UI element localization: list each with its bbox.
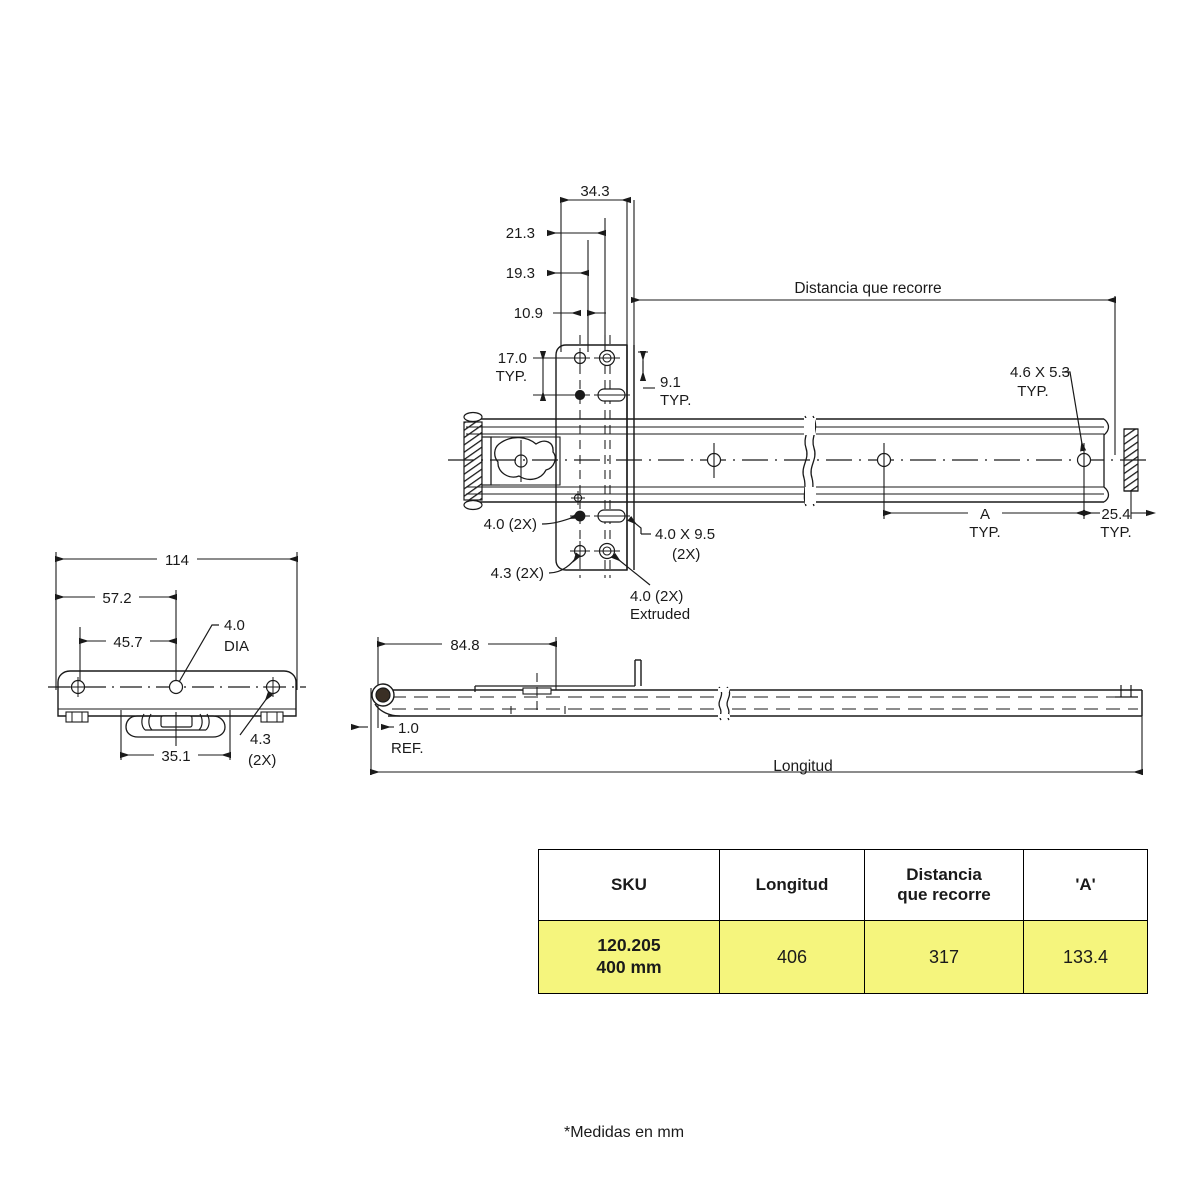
dim-a-typ-text: TYP. xyxy=(969,524,1000,541)
callout-4-3-2x: 4.3 (2X) xyxy=(491,552,582,582)
dim-9-1-text: 9.1 xyxy=(660,374,681,391)
dim-1-0-ref: 1.0 REF. xyxy=(351,720,424,757)
dim-114: 114 xyxy=(55,550,298,569)
dim-25-4-typ-text: TYP. xyxy=(1100,524,1131,541)
dim-21-3-text: 21.3 xyxy=(506,225,535,242)
callout-slot-4-0-x-9-5: 4.0 X 9.5 (2X) xyxy=(627,515,715,563)
callout-4-0-2x-text: 4.0 (2X) xyxy=(484,516,537,533)
cell-a: 133.4 xyxy=(1023,920,1148,994)
cell-sku-line1: 120.205 xyxy=(597,935,661,956)
dim-114-text: 114 xyxy=(165,552,189,569)
dim-1-0-text: 1.0 xyxy=(398,720,419,737)
units-footnote-text: *Medidas en mm xyxy=(563,1124,685,1141)
dim-a-text: A xyxy=(980,506,990,523)
callout-4-3-2x-end-view: 4.3 (2X) xyxy=(239,691,276,769)
dim-19-3: 19.3 xyxy=(506,265,589,282)
dim-longitud: Longitud xyxy=(370,758,1143,776)
table-row: 120.205 400 mm 406 317 133.4 xyxy=(538,920,1148,994)
side-view-break-symbol xyxy=(718,686,731,721)
slot-upper xyxy=(594,388,630,402)
side-view-bracket-tab xyxy=(474,659,642,714)
end-view-group: 114 57.2 45.7 xyxy=(48,550,306,769)
callout-4-3-end-qty: (2X) xyxy=(248,752,276,769)
header-sku: SKU xyxy=(538,849,720,921)
units-footnote: *Medidas en mm xyxy=(0,1124,1200,1142)
dim-25-4-text: 25.4 xyxy=(1101,506,1130,523)
callout-slot-4-0-x-9-5-text: 4.0 X 9.5 xyxy=(655,526,715,543)
cross-mark-small xyxy=(571,491,585,505)
callout-4-3-2x-text: 4.3 (2X) xyxy=(491,565,544,582)
dim-35-1: 35.1 xyxy=(120,746,231,765)
dim-17-0-text: 17.0 xyxy=(498,350,527,367)
bearing-assembly xyxy=(463,411,561,511)
spec-table-header-row: SKU Longitud Distancia que recorre 'A' xyxy=(538,849,1148,921)
side-view-right-end xyxy=(1115,685,1138,698)
spec-table-body: 120.205 400 mm 406 317 133.4 xyxy=(538,920,1148,994)
rail-holes xyxy=(706,443,1092,478)
dim-10-9-text: 10.9 xyxy=(514,305,543,322)
dim-17-0-typ-text: TYP. xyxy=(496,368,527,385)
callout-slot-4-0-x-9-5-qty: (2X) xyxy=(672,546,700,563)
side-view-group: 84.8 xyxy=(351,635,1143,776)
callout-4-0-2x-extruded-text: 4.0 (2X) xyxy=(630,588,683,605)
spec-table-head: SKU Longitud Distancia que recorre 'A' xyxy=(538,849,1148,921)
dim-84-8: 84.8 xyxy=(377,635,557,654)
callout-4-0-2x: 4.0 (2X) xyxy=(484,512,579,533)
callout-4-0-dia-note: DIA xyxy=(224,638,249,655)
callout-4-3-end-text: 4.3 xyxy=(250,731,271,748)
side-view-witness-lines xyxy=(370,637,1143,775)
dim-9-1-typ: 9.1 TYP. xyxy=(638,351,691,409)
header-distancia-line1: Distancia xyxy=(906,865,982,885)
dim-19-3-text: 19.3 xyxy=(506,265,535,282)
dim-25-4-typ: 25.4 TYP. xyxy=(1083,491,1156,541)
bracket-upper-holes xyxy=(570,348,630,402)
bracket-lower-holes xyxy=(570,491,630,561)
dim-45-7: 45.7 xyxy=(79,632,177,651)
dim-45-7-text: 45.7 xyxy=(113,634,142,651)
dim-57-2: 57.2 xyxy=(55,588,177,607)
end-view-body xyxy=(48,670,306,752)
dim-10-9: 10.9 xyxy=(514,305,606,322)
spec-table: SKU Longitud Distancia que recorre 'A' 1… xyxy=(538,849,1148,994)
cell-distancia: 317 xyxy=(864,920,1024,994)
slot-lower xyxy=(594,509,630,523)
callout-4-0-dia: 4.0 DIA xyxy=(178,617,249,683)
dim-a-typ: A TYP. xyxy=(883,478,1085,541)
dim-57-2-text: 57.2 xyxy=(102,590,131,607)
end-view-tabs xyxy=(65,711,284,723)
latch-housing xyxy=(125,712,226,752)
dim-34-3: 34.3 xyxy=(560,183,631,204)
mounting-bracket-plate xyxy=(555,335,635,578)
cell-sku-line2: 400 mm xyxy=(596,957,662,977)
callout-4-0-2x-extruded: 4.0 (2X) Extruded xyxy=(611,552,690,623)
break-symbol xyxy=(802,415,817,507)
callout-slot-4-6-x-5-3: 4.6 X 5.3 TYP. xyxy=(1010,364,1087,452)
header-a: 'A' xyxy=(1023,849,1148,921)
dim-21-3: 21.3 xyxy=(506,225,606,242)
header-longitud: Longitud xyxy=(719,849,865,921)
header-distancia: Distancia que recorre xyxy=(864,849,1024,921)
callout-slot-4-6-x-5-3-typ: TYP. xyxy=(1017,383,1048,400)
length-label: Longitud xyxy=(773,758,832,775)
dim-distancia-que-recorre: Distancia que recorre xyxy=(631,280,1116,455)
cell-longitud: 406 xyxy=(719,920,865,994)
dim-1-0-ref-text: REF. xyxy=(391,740,424,757)
top-view-group: 34.3 21.3 19.3 10.9 xyxy=(448,183,1156,623)
spec-table-container: SKU Longitud Distancia que recorre 'A' 1… xyxy=(538,849,1148,994)
callout-4-0-2x-extruded-note: Extruded xyxy=(630,606,690,623)
travel-distance-label: Distancia que recorre xyxy=(794,280,941,297)
side-view-rail xyxy=(371,659,1143,721)
rail-body-top-view xyxy=(448,411,1146,511)
dim-9-1-typ-text: TYP. xyxy=(660,392,691,409)
dim-34-3-text: 34.3 xyxy=(580,183,609,200)
cell-sku: 120.205 400 mm xyxy=(538,920,720,994)
side-view-left-end xyxy=(371,683,401,717)
dim-84-8-text: 84.8 xyxy=(450,637,479,654)
callout-4-0-dia-text: 4.0 xyxy=(224,617,245,634)
callout-slot-4-6-x-5-3-text: 4.6 X 5.3 xyxy=(1010,364,1070,381)
dim-35-1-text: 35.1 xyxy=(161,748,190,765)
header-distancia-line2: que recorre xyxy=(897,885,991,904)
